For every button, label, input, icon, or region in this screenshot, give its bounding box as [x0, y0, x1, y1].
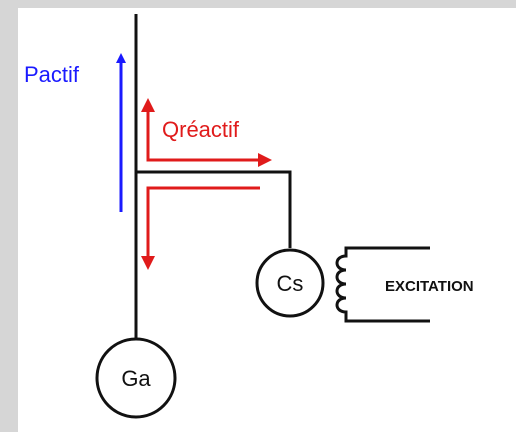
excitation-label: EXCITATION [385, 278, 474, 295]
reactive-arrow-up-head [141, 98, 155, 112]
generator-label: Ga [121, 366, 151, 391]
active-power-label: Pactif [24, 62, 80, 87]
compensator-label: Cs [277, 271, 304, 296]
reactive-arrow-lower-path [146, 186, 260, 260]
generator-circle [95, 337, 177, 419]
compensator-feeder-line [136, 170, 292, 248]
compensator-circle [255, 248, 325, 318]
reactive-arrow-upper-path [146, 106, 262, 162]
reactive-arrow-down-head [141, 256, 155, 270]
excitation-coil [335, 246, 430, 323]
reactive-arrow-right-head [258, 153, 272, 167]
reactive-power-label: Qréactif [162, 117, 240, 142]
